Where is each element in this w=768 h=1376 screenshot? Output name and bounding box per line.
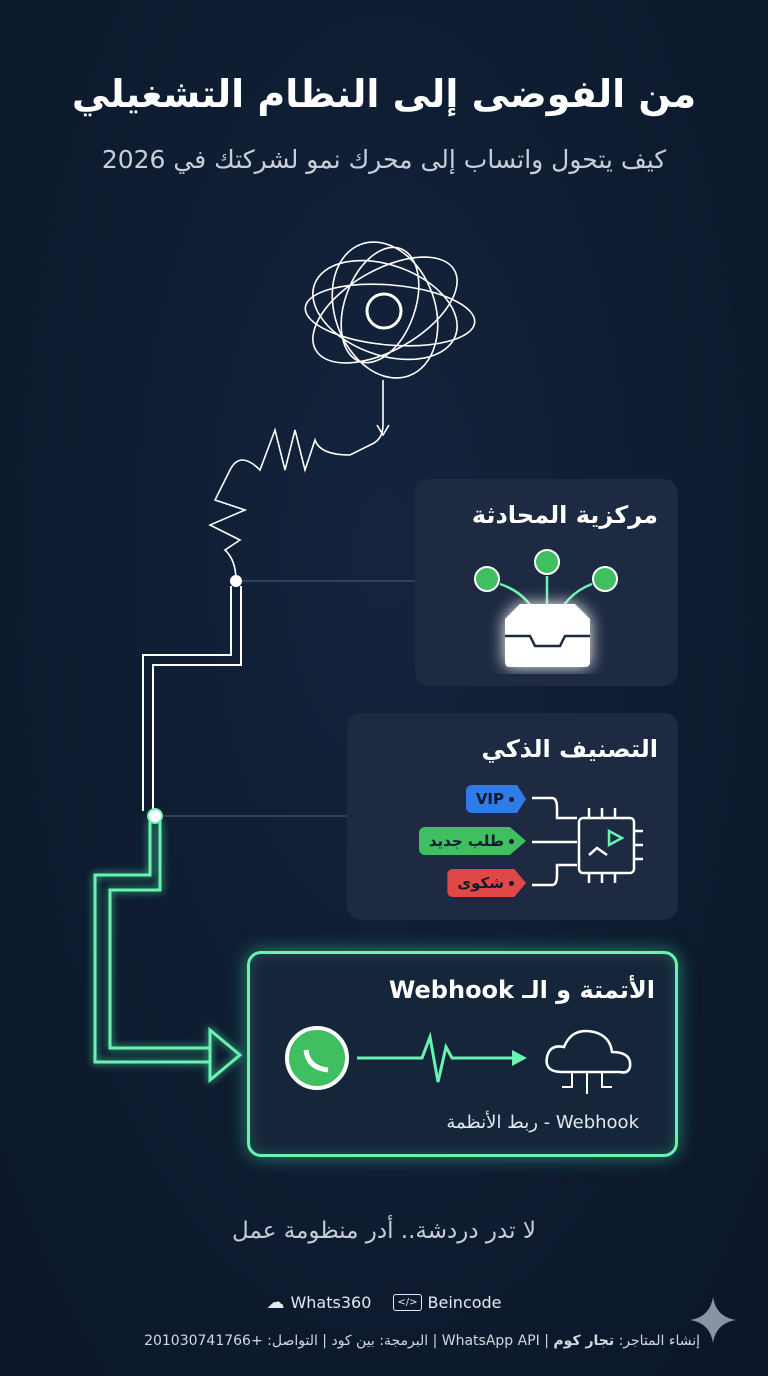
whatsapp-icon xyxy=(285,1026,349,1090)
cloud-check-icon: ☁ xyxy=(266,1292,285,1313)
tag-new-order: طلب جديد xyxy=(418,827,526,855)
chaos-scribble-icon xyxy=(208,241,476,582)
card-automation-webhook: الأتمتة و الـ Webhook Webhook - ربط الأن… xyxy=(247,951,678,1157)
page-subtitle: كيف يتحول واتساب إلى محرك نمو لشركتك في … xyxy=(101,145,667,174)
code-window-icon: </> xyxy=(393,1294,422,1311)
node-dot xyxy=(230,575,242,587)
tagline: لا تدر دردشة.. أدر منظومة عمل xyxy=(232,1218,536,1244)
green-pipe xyxy=(93,821,243,1084)
card-title: مركزية المحادثة xyxy=(471,501,658,529)
footer-credits: إنشاء المتاجر: تجار كوم | WhatsApp API |… xyxy=(144,1333,700,1349)
page-title: من الفوضى إلى النظام التشغيلي xyxy=(71,72,697,116)
card-smart-classification: التصنيف الذكي VIP طلب جديد شكوى xyxy=(347,713,678,920)
footer-logos: ☁Whats360 </>Beincode xyxy=(0,1292,768,1313)
card-title: الأتمتة و الـ Webhook xyxy=(388,976,655,1004)
logo-beincode: </>Beincode xyxy=(393,1292,502,1313)
node-dot xyxy=(147,808,163,824)
webhook-flow xyxy=(285,1026,632,1094)
white-pipe xyxy=(142,586,242,811)
ai-chip-icon xyxy=(532,796,643,887)
card-conversation-centralization: مركزية المحادثة xyxy=(415,479,678,686)
logo-whats360: ☁Whats360 xyxy=(266,1292,372,1313)
sparkle-icon xyxy=(690,1297,736,1343)
tag-vip: VIP xyxy=(465,785,526,813)
cloud-icon xyxy=(545,1029,632,1074)
inbox-icon xyxy=(474,549,618,667)
webhook-caption: Webhook - ربط الأنظمة xyxy=(446,1112,639,1133)
card-title: التصنيف الذكي xyxy=(481,735,658,763)
tag-complaint: شكوى xyxy=(447,869,526,897)
